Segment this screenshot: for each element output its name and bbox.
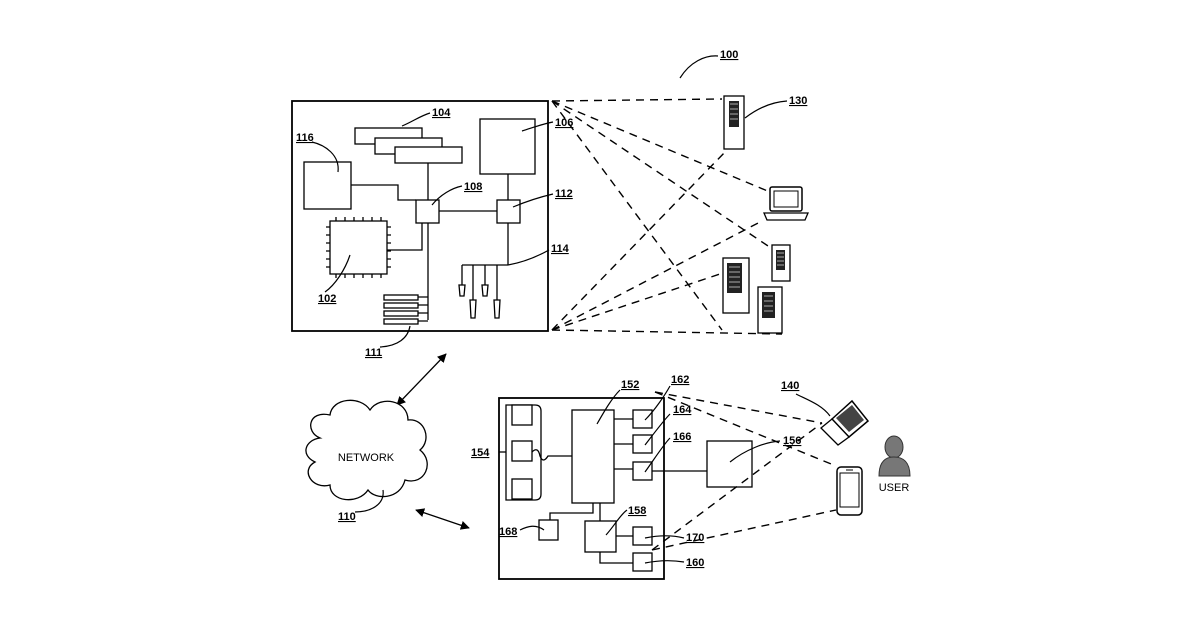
label-116: 116 — [296, 132, 314, 144]
label-112: 112 — [555, 188, 573, 200]
hub-block: 108 — [416, 181, 482, 223]
sub-hub-block: 158 170 160 — [585, 503, 704, 571]
tower-server-icon-2 — [758, 287, 782, 333]
memory-stack: 104 — [355, 107, 462, 163]
label-111: 111 — [365, 347, 382, 359]
laptop-icon — [764, 187, 808, 220]
server-130-icon: 130 — [724, 95, 807, 149]
label-160: 160 — [686, 557, 704, 569]
user-icon: USER — [879, 436, 910, 494]
label-114: 114 — [551, 243, 570, 255]
module-block: 116 — [296, 132, 351, 209]
computing-device: 104 106 116 102 108 — [292, 101, 573, 359]
user-text: USER — [879, 482, 910, 494]
connector-tree: 114 — [459, 243, 570, 318]
label-152: 152 — [621, 379, 639, 391]
label-162: 162 — [671, 374, 689, 386]
label-100: 100 — [720, 49, 738, 61]
label-104: 104 — [432, 107, 451, 119]
label-154: 154 — [471, 447, 490, 459]
label-164: 164 — [673, 404, 692, 416]
label-170: 170 — [686, 532, 704, 544]
system-ref: 100 — [680, 49, 738, 78]
label-158: 158 — [628, 505, 646, 517]
client-device: 154 152 162 164 166 168 — [471, 374, 704, 579]
label-168: 168 — [499, 526, 517, 538]
storage-block: 106 — [480, 117, 573, 174]
small-server-icon — [772, 245, 790, 281]
label-130: 130 — [789, 95, 807, 107]
processor-chip: 102 — [318, 217, 391, 305]
tower-server-icon — [723, 258, 749, 313]
phone-icon — [837, 467, 862, 515]
label-110: 110 — [338, 511, 356, 523]
bank-block: 154 — [471, 405, 572, 500]
port-stack: 111 — [365, 295, 428, 359]
label-166: 166 — [673, 431, 691, 443]
label-102: 102 — [318, 293, 336, 305]
label-140: 140 — [781, 380, 799, 392]
label-108: 108 — [464, 181, 482, 193]
network-cloud: NETWORK 110 — [306, 400, 427, 523]
small-block: 168 — [499, 503, 593, 540]
network-text: NETWORK — [338, 452, 395, 464]
